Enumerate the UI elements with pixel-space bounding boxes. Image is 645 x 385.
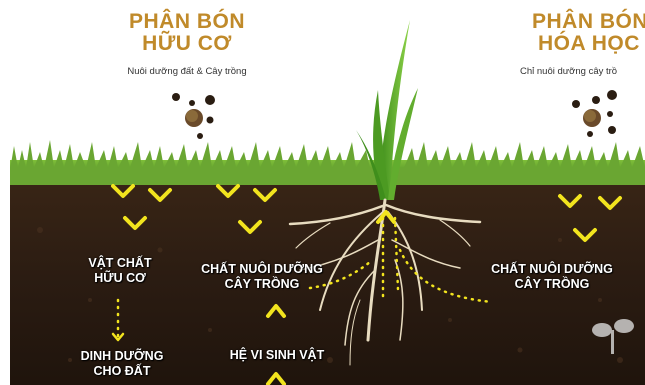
nutrition-left-line1: CHẤT NUÔI DƯỠNG [182, 262, 342, 277]
grass-layer [10, 140, 645, 185]
soil-nutrition-line1: DINH DƯỠNG [72, 349, 172, 364]
nutrition-left-label: CHẤT NUÔI DƯỠNG CÂY TRỒNG [182, 262, 342, 292]
nutrition-right-line2: CÂY TRỒNG [472, 277, 632, 292]
soil-nutrition-line2: CHO ĐẤT [72, 364, 172, 379]
nutrition-right-label: CHẤT NUÔI DƯỠNG CÂY TRỒNG [472, 262, 632, 292]
organic-matter-line1: VẬT CHẤT [70, 256, 170, 271]
fertilizer-granules-icon [172, 93, 215, 139]
left-title: PHÂN BÓN HỮU CƠ [112, 11, 262, 55]
microorganisms-label: HỆ VI SINH VẬT [212, 348, 342, 363]
left-subtitle: Nuôi dưỡng đất & Cây trồng [96, 66, 278, 77]
nutrition-left-line2: CÂY TRỒNG [182, 277, 342, 292]
soil-nutrition-label: DINH DƯỠNG CHO ĐẤT [72, 349, 172, 379]
left-title-line2: HỮU CƠ [112, 33, 262, 55]
right-title: PHÂN BÓN HÓA HỌC [510, 11, 645, 55]
organic-matter-label: VẬT CHẤT HỮU CƠ [70, 256, 170, 286]
right-title-line1: PHÂN BÓN [510, 11, 645, 33]
right-title-line2: HÓA HỌC [510, 33, 645, 55]
left-title-line1: PHÂN BÓN [112, 11, 262, 33]
organic-matter-line2: HỮU CƠ [70, 271, 170, 286]
right-subtitle: Chỉ nuôi dưỡng cây trồ [520, 66, 645, 77]
chemical-granules-icon [572, 90, 617, 137]
nutrition-right-line1: CHẤT NUÔI DƯỠNG [472, 262, 632, 277]
